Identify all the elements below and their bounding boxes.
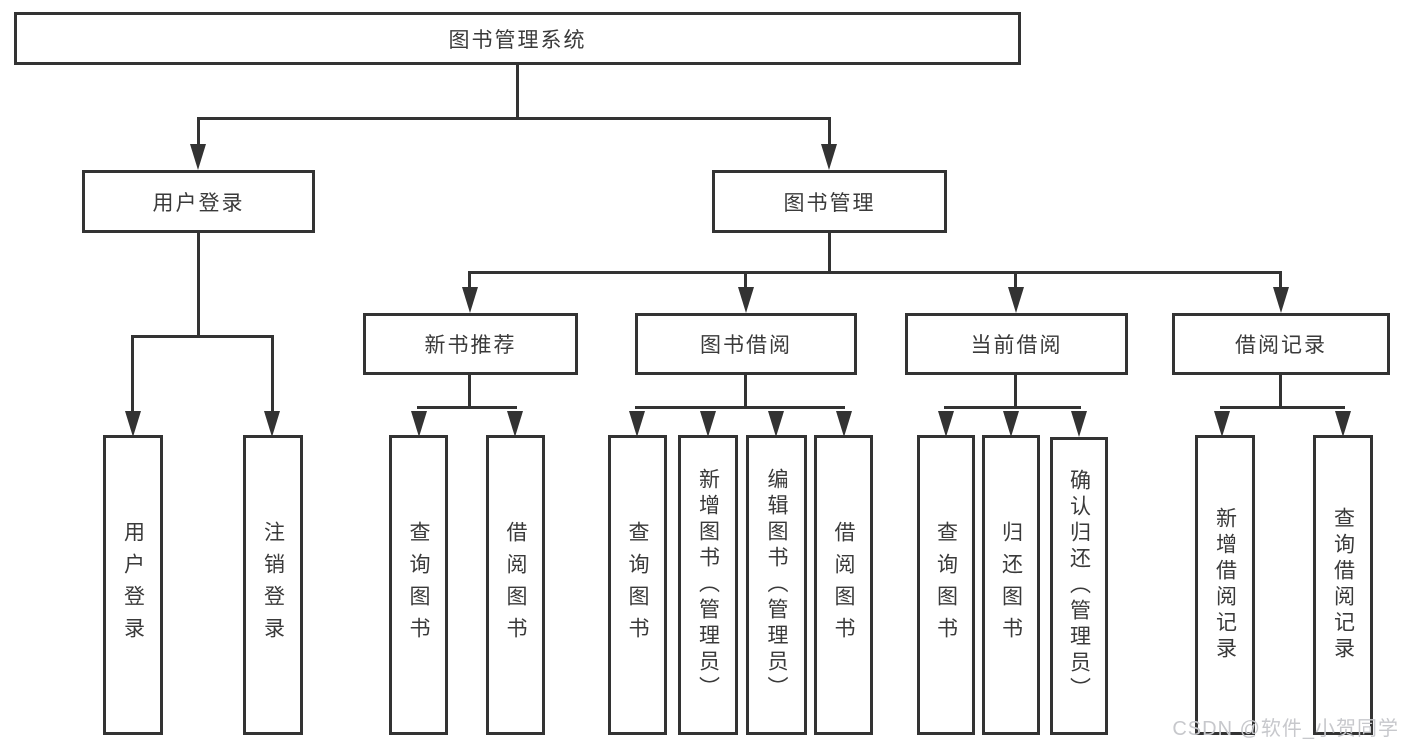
connector-line	[1279, 375, 1282, 409]
node-label: 借阅图书	[832, 521, 855, 649]
arrow-down-icon	[1071, 411, 1087, 437]
connector-line	[271, 336, 274, 414]
connector-line	[197, 233, 200, 338]
node-label: 用户登录	[121, 521, 145, 649]
node-current-borrow: 当前借阅	[905, 313, 1128, 375]
node-leaf-user-login: 用户登录	[103, 435, 163, 735]
node-leaf-record-add: 新增借阅记录	[1195, 435, 1255, 735]
node-leaf-borrow-add: 新增图书（管理员）	[678, 435, 738, 735]
node-label: 查询图书	[626, 521, 649, 649]
arrow-down-icon	[1008, 287, 1024, 313]
node-leaf-borrow-edit: 编辑图书（管理员）	[746, 435, 807, 735]
connector-line	[1279, 272, 1282, 291]
arrow-down-icon	[125, 411, 141, 437]
connector-line	[468, 375, 471, 409]
connector-line	[468, 271, 1282, 274]
node-label: 注销登录	[261, 521, 285, 649]
arrow-down-icon	[738, 287, 754, 313]
connector-line	[131, 335, 274, 338]
node-label: 编辑图书（管理员）	[765, 468, 788, 702]
arrow-down-icon	[1335, 411, 1351, 437]
connector-line	[944, 406, 1081, 409]
arrow-down-icon	[938, 411, 954, 437]
connector-line	[1220, 406, 1345, 409]
node-book-mgmt: 图书管理	[712, 170, 947, 233]
node-leaf-record-query: 查询借阅记录	[1313, 435, 1373, 735]
node-label: 用户登录	[152, 191, 245, 215]
node-label: 确认归还（管理员）	[1067, 469, 1091, 703]
node-leaf-borrow-borrow: 借阅图书	[814, 435, 873, 735]
node-leaf-current-return: 归还图书	[982, 435, 1040, 735]
arrow-down-icon	[1273, 287, 1289, 313]
node-label: 新书推荐	[424, 334, 517, 357]
node-label: 新增图书（管理员）	[696, 468, 720, 702]
arrow-down-icon	[768, 411, 784, 437]
arrow-down-icon	[1214, 411, 1230, 437]
node-leaf-current-query: 查询图书	[917, 435, 975, 735]
node-leaf-borrow-query: 查询图书	[608, 435, 667, 735]
connector-line	[417, 406, 517, 409]
arrow-down-icon	[821, 144, 837, 170]
node-leaf-logout: 注销登录	[243, 435, 303, 735]
node-label: 查询图书	[407, 521, 430, 649]
connector-line	[131, 336, 134, 414]
connector-line	[828, 118, 831, 150]
node-book-borrow: 图书借阅	[635, 313, 857, 375]
node-label: 查询图书	[934, 521, 958, 649]
node-leaf-current-confirm: 确认归还（管理员）	[1050, 437, 1108, 735]
connector-line	[197, 118, 200, 150]
node-label: 图书管理系统	[448, 28, 587, 52]
arrow-down-icon	[836, 411, 852, 437]
node-new-book-rec: 新书推荐	[363, 313, 578, 375]
arrow-down-icon	[264, 411, 280, 437]
connector-line	[744, 375, 747, 409]
node-root: 图书管理系统	[14, 12, 1021, 65]
arrow-down-icon	[629, 411, 645, 437]
node-label: 当前借阅	[970, 334, 1063, 357]
connector-line	[635, 406, 845, 409]
arrow-down-icon	[462, 287, 478, 313]
node-leaf-rec-borrow: 借阅图书	[486, 435, 545, 735]
node-label: 图书管理	[783, 191, 876, 215]
node-label: 归还图书	[999, 521, 1023, 649]
arrow-down-icon	[1003, 411, 1019, 437]
node-user-login: 用户登录	[82, 170, 315, 233]
arrow-down-icon	[507, 411, 523, 437]
arrow-down-icon	[700, 411, 716, 437]
node-leaf-rec-query: 查询图书	[389, 435, 448, 735]
watermark: CSDN @软件_小贺同学	[1172, 718, 1399, 740]
node-label: 查询借阅记录	[1331, 507, 1355, 663]
connector-line	[468, 272, 471, 291]
arrow-down-icon	[411, 411, 427, 437]
node-label: 新增借阅记录	[1213, 507, 1237, 663]
node-borrow-record: 借阅记录	[1172, 313, 1390, 375]
node-label: 图书借阅	[700, 334, 792, 357]
connector-line	[516, 64, 519, 120]
connector-line	[197, 117, 831, 120]
connector-line	[1014, 272, 1017, 291]
node-label: 借阅图书	[504, 521, 527, 649]
connector-line	[828, 233, 831, 274]
connector-line	[1014, 375, 1017, 409]
connector-line	[744, 272, 747, 291]
node-label: 借阅记录	[1235, 334, 1327, 357]
arrow-down-icon	[190, 144, 206, 170]
